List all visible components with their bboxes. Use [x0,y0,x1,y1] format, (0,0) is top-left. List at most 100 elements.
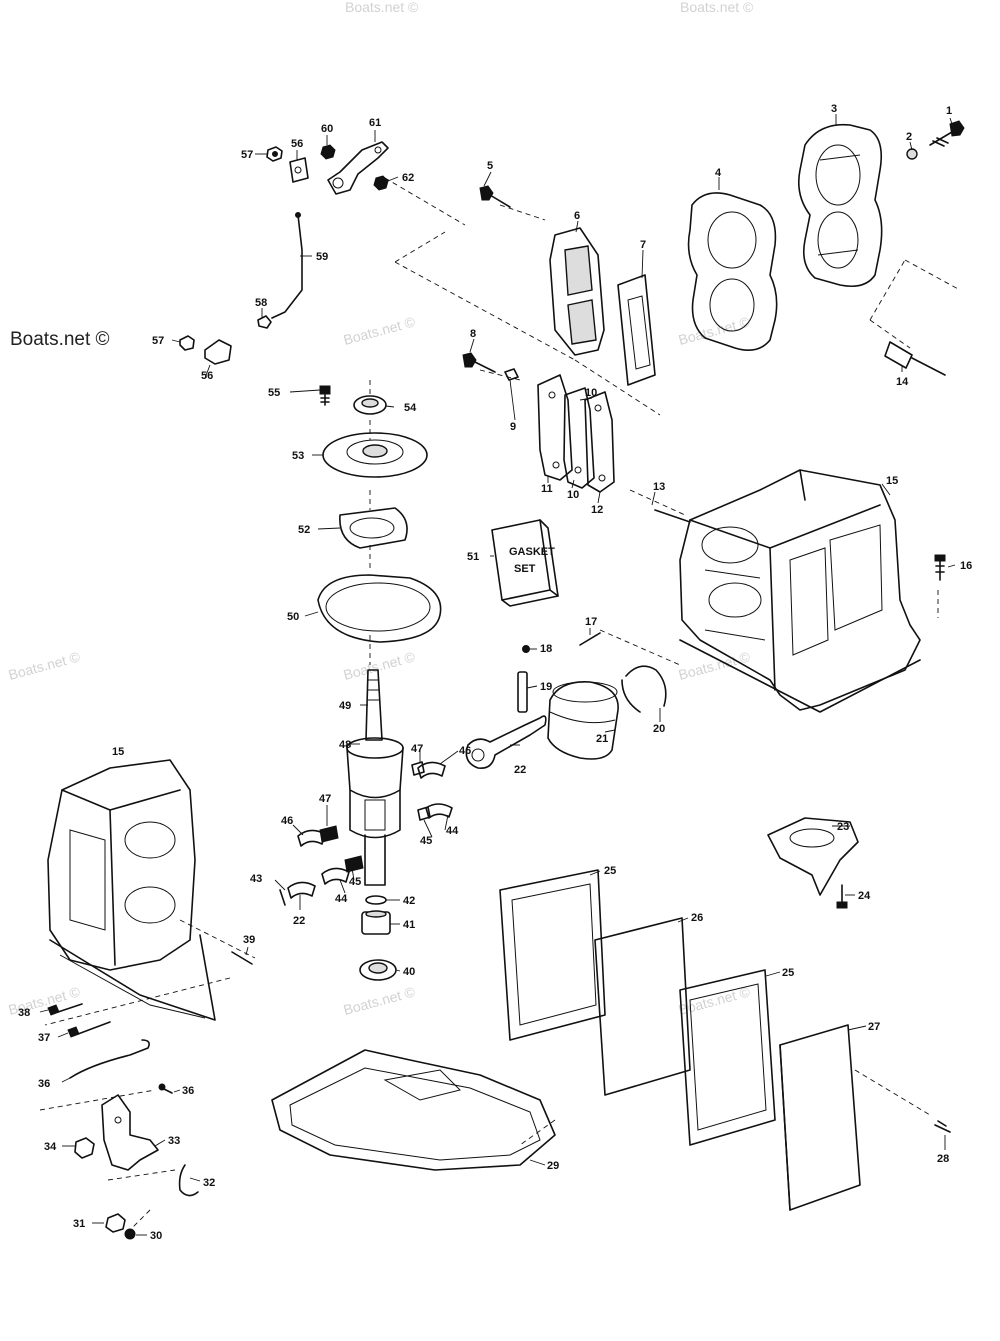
part-label: 29 [547,1160,559,1172]
part-label: 24 [858,890,871,902]
part-bearing-half [297,829,326,847]
part-bearing-half [321,867,350,885]
part-screw [474,361,496,373]
part-cover-plate [584,391,615,493]
bearing-parts [279,761,453,906]
part-screw [279,889,286,906]
part-piston [547,681,619,760]
bracket-parts [74,1094,199,1240]
part-label: 55 [268,387,280,399]
part-labels: 1 2 3 4 5 6 7 8 9 10 10 11 12 13 14 15 1… [18,103,972,1242]
part-label: 47 [411,743,423,755]
part-label: 6 [574,210,580,222]
part-wrist-pin [517,671,528,713]
part-label: 10 [567,489,579,501]
part-label: 38 [18,1007,30,1019]
part-washer [906,148,918,160]
part-label: 5 [487,160,493,172]
part-gasket [679,969,776,1146]
part-label: 23 [837,821,849,833]
part-crankshaft [365,669,383,741]
part-screw [77,1021,111,1035]
part-label: 57 [152,335,164,347]
part-label: 25 [604,865,616,877]
part-label: 27 [868,1021,880,1033]
piston-assembly [465,632,667,770]
part-screw [489,194,511,208]
part-label: 20 [653,723,665,735]
part-label: 45 [349,876,361,888]
part-label: 21 [596,733,608,745]
part-nut [320,144,336,160]
part-label: 16 [960,560,972,572]
part-label: 4 [715,167,722,179]
part-connecting-rod [465,715,547,770]
part-label: 61 [369,117,381,129]
part-label: 60 [321,123,333,135]
part-label: 7 [640,239,646,251]
part-label: 22 [514,764,526,776]
part-link-rod [271,214,303,319]
part-label: 54 [404,402,417,414]
part-exhaust-cover [797,123,883,288]
crankcase [47,759,253,1094]
part-crankcase [47,759,196,971]
part-screw [929,131,953,147]
part-label: 42 [403,895,415,907]
part-label: 2 [906,131,912,143]
part-label: 36 [38,1078,50,1090]
part-bracket [101,1094,159,1171]
gasket-set-label: SET [514,563,536,575]
part-bearing-half [425,803,453,819]
throttle-linkage-parts [179,141,389,365]
part-screw [320,394,330,406]
part-exhaust-housing [767,817,859,896]
part-piston-ring [621,665,667,713]
part-label: 26 [691,912,703,924]
part-label: 58 [255,297,267,309]
part-exhaust-plate [549,227,605,356]
part-label: 57 [241,149,253,161]
part-nut [179,335,195,351]
part-label: 47 [319,793,331,805]
part-nut [373,175,389,191]
part-gasket [499,869,606,1041]
part-gasket [339,507,408,549]
part-label: 52 [298,524,310,536]
part-lever [327,141,389,195]
watermark-faint: Boats.net © [680,0,754,15]
part-label: 59 [316,251,328,263]
part-stud [654,509,691,523]
part-label: 46 [281,815,293,827]
part-label: 44 [446,825,459,837]
part-crank-web [346,737,404,759]
part-screw [934,1120,951,1133]
part-sensor [884,341,913,369]
part-label: 12 [591,504,603,516]
part-gasket [271,1049,556,1171]
part-label: 11 [541,483,553,495]
part-label: 8 [470,328,476,340]
part-label: 51 [467,551,479,563]
part-nut [124,1228,136,1240]
part-label: 49 [339,700,351,712]
part-label: 22 [293,915,305,927]
part-plate [594,917,691,1096]
part-bracket [289,157,309,183]
part-screw [935,559,945,581]
gasket-set-label: GASKET [509,546,555,558]
part-spring-clip [178,1164,199,1197]
part-label: 15 [886,475,898,487]
part-label: 32 [203,1177,215,1189]
part-gasket [687,192,778,351]
assembly-lines [39,177,961,1231]
watermark-main: Boats.net © [10,329,110,350]
watermark-faint: Boats.net © [342,983,418,1018]
part-label: 17 [585,616,597,628]
part-cover [779,1024,861,1211]
part-needle-bearing [319,825,339,843]
part-nut [266,146,283,162]
part-label: 18 [540,643,552,655]
part-label: 41 [403,919,415,931]
